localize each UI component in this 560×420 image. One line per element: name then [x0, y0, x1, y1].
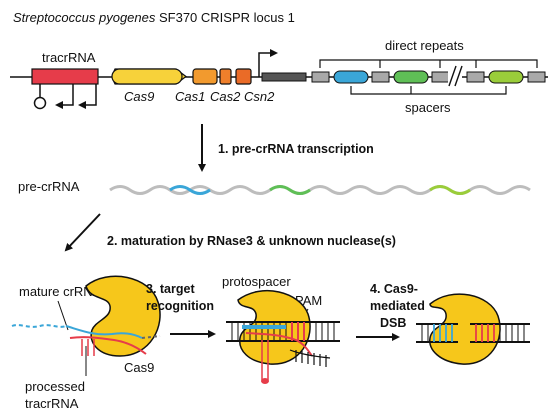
- break-gap: [448, 66, 462, 86]
- step2-arrow: [64, 213, 101, 252]
- dna-base-pairs: [231, 322, 335, 341]
- step2-label: 2. maturation by RNase3 & unknown nuclea…: [107, 234, 396, 248]
- pre-crrna-blue-spacer: [169, 185, 211, 195]
- cas9-protein-shape: [429, 293, 501, 365]
- spacer-green: [393, 70, 429, 84]
- promoter-arrow-icon: [55, 84, 74, 109]
- processed-tracrrna-label-2: tracrRNA: [25, 396, 79, 411]
- tracrrna-loop: [261, 378, 269, 384]
- csn2-gene: [235, 68, 252, 85]
- spacers-label: spacers: [405, 100, 451, 115]
- tracrrna-strand: [245, 332, 313, 357]
- direct-repeats-label: direct repeats: [385, 38, 464, 53]
- direct-repeat: [431, 71, 450, 83]
- direct-repeat: [466, 71, 485, 83]
- spacer-lime: [488, 70, 524, 84]
- cas9-protein-shape: [85, 275, 161, 357]
- break-mark: [454, 65, 463, 87]
- csn2-gene-label: Csn2: [244, 89, 275, 104]
- spacers-bracket: [350, 86, 507, 95]
- mature-crrna-label: mature crRNA: [19, 284, 102, 299]
- leader-sequence: [261, 72, 307, 82]
- pre-crrna-label: pre-crRNA: [18, 179, 80, 194]
- direct-repeat: [527, 71, 546, 83]
- protospacer-highlight: [242, 325, 286, 329]
- cas1-gene: [192, 68, 218, 85]
- step4-label-1: 4. Cas9-: [370, 282, 418, 296]
- cas2-gene-label: Cas2: [210, 89, 241, 104]
- spacer-blue: [333, 70, 369, 84]
- cas1-gene-label: Cas1: [175, 89, 205, 104]
- dna-base-pairs: [421, 324, 525, 342]
- diagram-title: Streptococcus pyogenes SF370 CRISPR locu…: [13, 10, 295, 25]
- cas9-gene-label: Cas9: [124, 89, 154, 104]
- step4-label-2: mediated: [370, 299, 425, 313]
- protospacer-cut-ends: [433, 324, 453, 342]
- processed-tracrrna-strand: [69, 336, 147, 355]
- promoter-arrow-icon: [258, 49, 278, 77]
- pre-crrna-lime-spacer: [429, 185, 471, 195]
- cas9-gene-body: [111, 68, 183, 85]
- mature-crrna-strand: [65, 325, 143, 339]
- protospacer-label: protospacer: [222, 274, 291, 289]
- tracrrna-gene: [31, 68, 99, 85]
- terminator-icon: [33, 96, 47, 110]
- displaced-strand: [289, 349, 331, 367]
- tracrrna-label: tracrRNA: [42, 50, 96, 65]
- cas2-gene: [219, 68, 232, 85]
- cas9-label: Cas9: [124, 360, 154, 375]
- crrna-dashed-end: [11, 324, 67, 328]
- pre-crrna-green-spacer: [269, 185, 311, 195]
- processed-tracrrna-label-1: processed: [25, 379, 85, 394]
- tracrrna-hairpin: [81, 339, 95, 356]
- step3-label-1: 3. target: [146, 282, 195, 296]
- step1-label: 1. pre-crRNA transcription: [218, 142, 374, 156]
- direct-repeat: [311, 71, 330, 83]
- step3-label-2: recognition: [146, 299, 214, 313]
- direct-repeat: [371, 71, 390, 83]
- break-mark: [448, 65, 457, 87]
- step4-label-3: DSB: [380, 316, 406, 330]
- promoter-arrow-icon: [78, 84, 97, 109]
- tracrrna-hairpin: [261, 340, 269, 380]
- direct-repeats-bracket: [319, 59, 538, 68]
- pam-cut-ends: [475, 324, 495, 342]
